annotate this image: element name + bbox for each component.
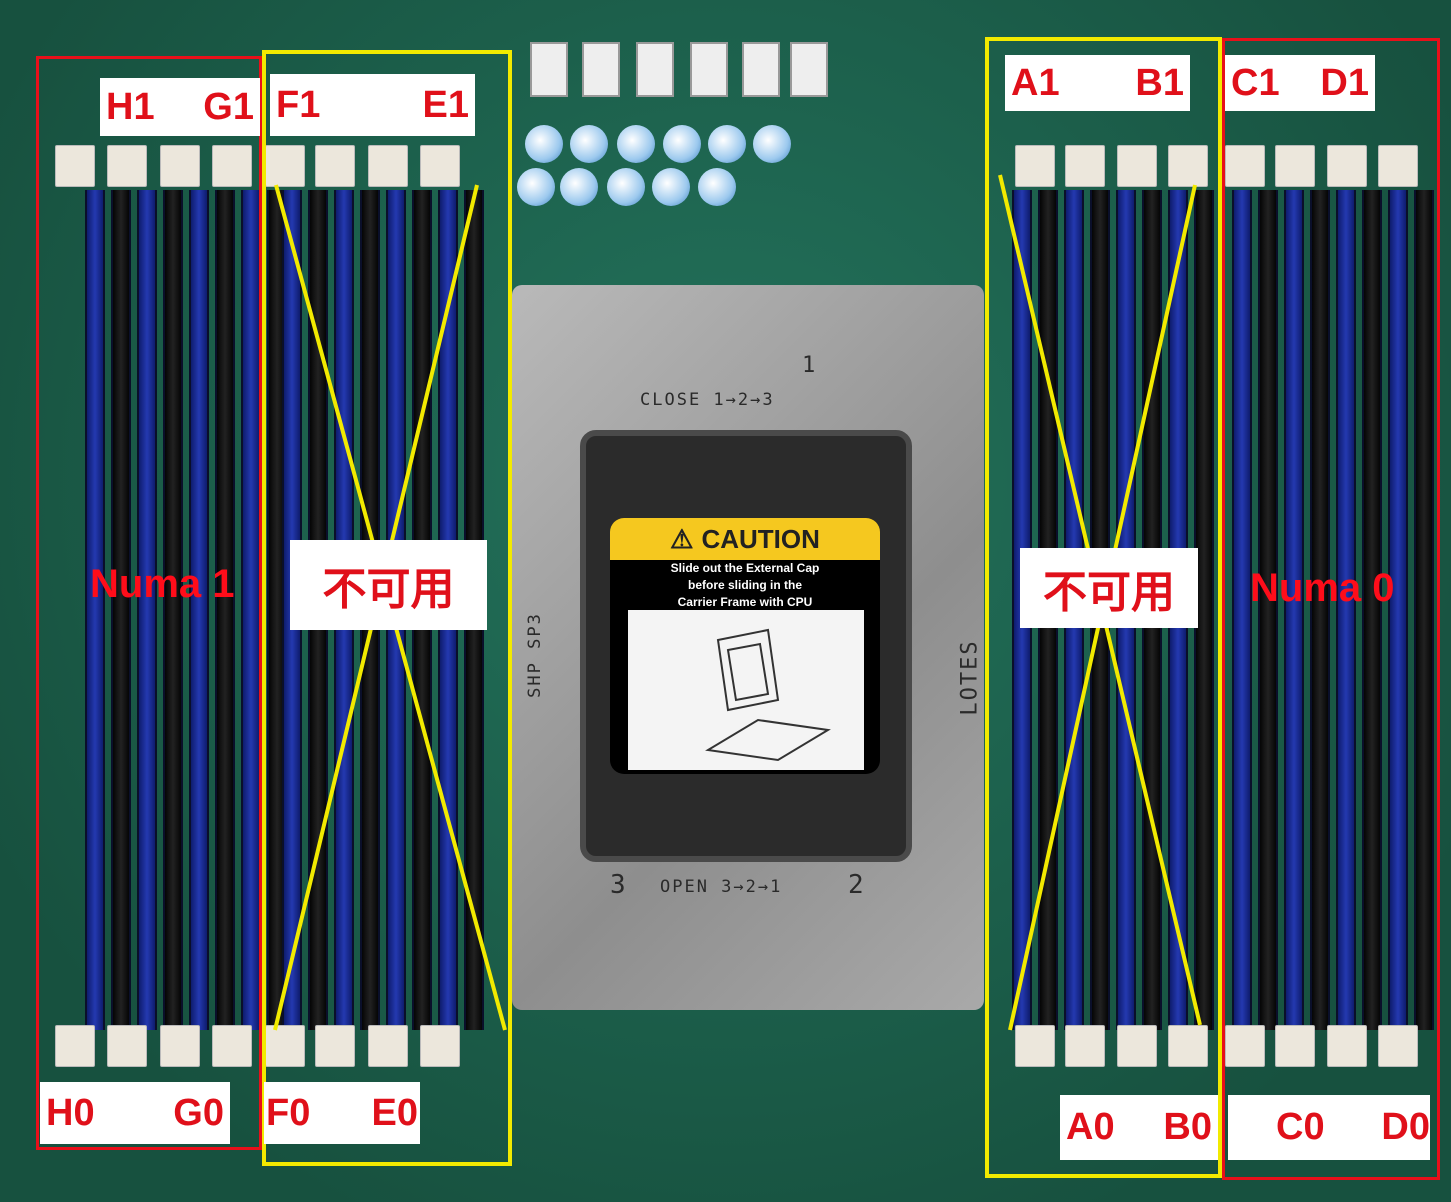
cpu-carrier-illustration — [628, 610, 864, 770]
capacitor — [663, 125, 701, 163]
dimm-slot — [1362, 190, 1382, 1030]
unavailable-label-right: 不可用 — [1020, 548, 1198, 628]
numa1-label: Numa 1 — [90, 562, 235, 606]
dimm-slot — [1232, 190, 1252, 1030]
slot-latch — [1168, 145, 1208, 187]
slot-latch — [1065, 145, 1105, 187]
capacitor — [617, 125, 655, 163]
slot-latch — [1015, 1025, 1055, 1067]
unavailable-left-region — [262, 50, 512, 1166]
capacitor — [517, 168, 555, 206]
dimm-slot — [163, 190, 183, 1030]
caution-title: CAUTION — [701, 523, 820, 554]
dimm-slot — [111, 190, 131, 1030]
slot-latch — [368, 145, 408, 187]
dimm-slot — [85, 190, 105, 1030]
slot-latch — [212, 1025, 252, 1067]
slot-latch — [212, 145, 252, 187]
slot-latch — [107, 145, 147, 187]
numa0-region — [1222, 38, 1440, 1180]
capacitor — [560, 168, 598, 206]
dimm-slot — [215, 190, 235, 1030]
slot-latch — [107, 1025, 147, 1067]
dimm-slot — [137, 190, 157, 1030]
slot-latch — [55, 145, 95, 187]
slot-latch — [1327, 1025, 1367, 1067]
dimm-slot — [189, 190, 209, 1030]
capacitor — [525, 125, 563, 163]
inductor — [636, 42, 674, 97]
unavailable-label-left: 不可用 — [290, 540, 487, 630]
dimm-slot — [1258, 190, 1278, 1030]
slot-latch — [1168, 1025, 1208, 1067]
socket-number-1: 1 — [802, 353, 818, 378]
slot-latch — [1327, 145, 1367, 187]
slot-latch — [1065, 1025, 1105, 1067]
socket-number-2: 2 — [848, 870, 866, 900]
capacitor — [753, 125, 791, 163]
dimm-slot — [1388, 190, 1408, 1030]
inductor — [582, 42, 620, 97]
slot-latch — [1117, 1025, 1157, 1067]
socket-number-3: 3 — [610, 870, 628, 900]
slot-latch — [1378, 145, 1418, 187]
capacitor — [708, 125, 746, 163]
inductor — [742, 42, 780, 97]
slot-latch — [315, 145, 355, 187]
caution-line: Carrier Frame with CPU — [677, 595, 813, 609]
slot-latch — [1275, 1025, 1315, 1067]
capacitor — [607, 168, 645, 206]
slot-latch — [1015, 145, 1055, 187]
unavailable-right-region — [985, 37, 1222, 1178]
dimm-slot — [1310, 190, 1330, 1030]
slot-latch — [55, 1025, 95, 1067]
socket-cover: ⚠CAUTION Slide out the External Cap befo… — [580, 430, 912, 862]
cpu-socket: CLOSE 1→2→3 1 OPEN 3→2→1 3 2 SHP SP3 LOT… — [512, 285, 984, 1010]
numa0-label: Numa 0 — [1250, 566, 1395, 610]
dimm-slot — [1336, 190, 1356, 1030]
capacitor — [652, 168, 690, 206]
slot-latch — [1225, 1025, 1265, 1067]
caution-label: ⚠CAUTION Slide out the External Cap befo… — [610, 518, 880, 774]
warning-icon: ⚠ — [670, 523, 694, 554]
slot-latch — [420, 145, 460, 187]
caution-line: Slide out the External Cap — [670, 561, 820, 575]
inductor — [530, 42, 568, 97]
dimm-slot — [1284, 190, 1304, 1030]
open-text: OPEN 3→2→1 — [660, 877, 783, 897]
slot-latch — [315, 1025, 355, 1067]
slot-latch — [1378, 1025, 1418, 1067]
inductor — [690, 42, 728, 97]
slot-latch — [1117, 145, 1157, 187]
slot-latch — [160, 145, 200, 187]
caution-line: before sliding in the — [687, 578, 802, 592]
slot-latch — [368, 1025, 408, 1067]
slot-latch — [1225, 145, 1265, 187]
dimm-slot — [1414, 190, 1434, 1030]
slot-latch — [420, 1025, 460, 1067]
slot-latch — [1275, 145, 1315, 187]
numa1-region — [36, 56, 262, 1150]
inductor — [790, 42, 828, 97]
capacitor — [570, 125, 608, 163]
capacitor — [698, 168, 736, 206]
close-text: CLOSE 1→2→3 — [640, 390, 775, 410]
slot-latch — [160, 1025, 200, 1067]
